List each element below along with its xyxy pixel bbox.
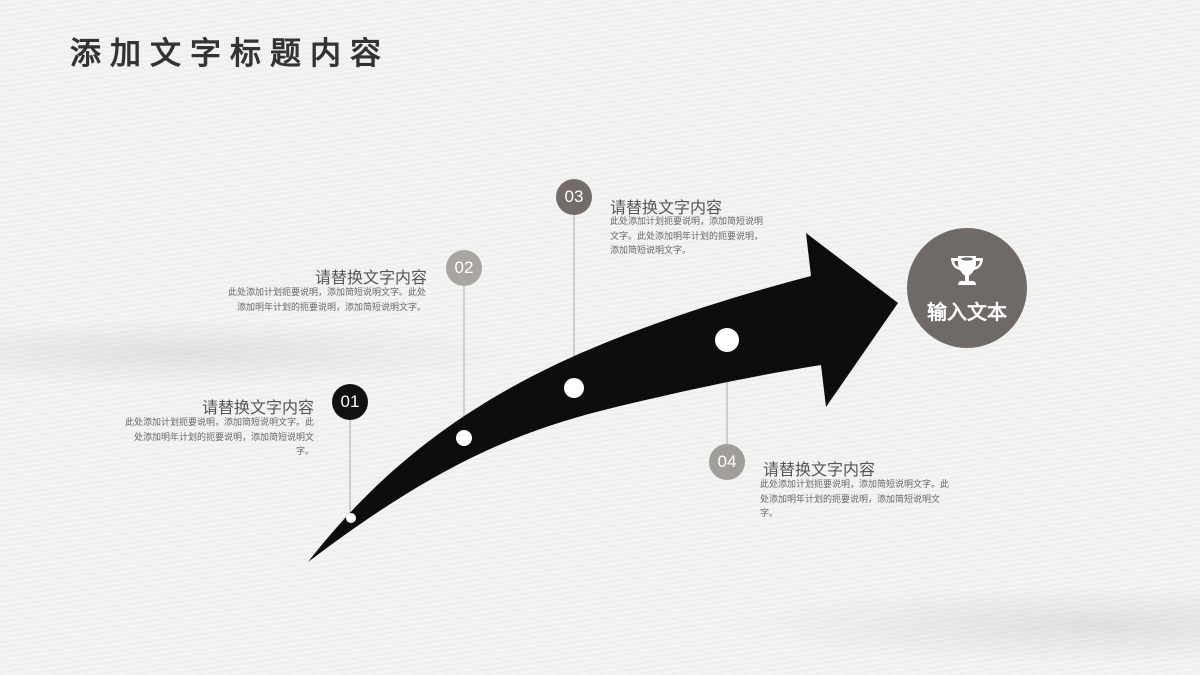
ink-wash-left (0, 318, 520, 388)
step-01-heading: 请替换文字内容 (201, 398, 314, 417)
goal-label: 输入文本 (927, 299, 1007, 324)
step-01-description: 此处添加计划扼要说明，添加简短说明文字。此处添加明年计划的扼要说明，添加简短说明… (124, 418, 314, 457)
step-02-description: 此处添加计划扼要说明，添加简短说明文字。此处添加明年计划的扼要说明，添加简短说明… (228, 288, 427, 313)
step-04-heading: 请替换文字内容 (763, 460, 876, 479)
step-03-heading: 请替换文字内容 (610, 198, 723, 217)
step-badge-02: 02 (446, 250, 482, 286)
step-badge-04: 04 (709, 444, 745, 480)
step-04-description: 此处添加计划扼要说明，添加简短说明文字。此处添加明年计划的扼要说明，添加简短说明… (760, 480, 950, 519)
ink-wash-bottom-right (730, 585, 1200, 665)
trophy-icon (951, 255, 983, 285)
step-badge-03: 03 (556, 179, 592, 215)
milestone-dot-01 (346, 513, 356, 523)
milestone-dot-04 (715, 328, 739, 352)
step-badge-01: 01 (332, 384, 368, 420)
arrow-shape (308, 233, 898, 562)
slide-title: 添加文字标题内容 (70, 36, 390, 72)
milestone-dot-03 (564, 378, 584, 398)
milestone-dot-02 (456, 430, 472, 446)
step-03-description: 此处添加计划扼要说明，添加简短说明文字。此处添加明年计划的扼要说明，添加简短说明… (610, 217, 764, 256)
step-02-heading: 请替换文字内容 (314, 268, 427, 287)
goal-circle: 输入文本 (907, 228, 1027, 348)
